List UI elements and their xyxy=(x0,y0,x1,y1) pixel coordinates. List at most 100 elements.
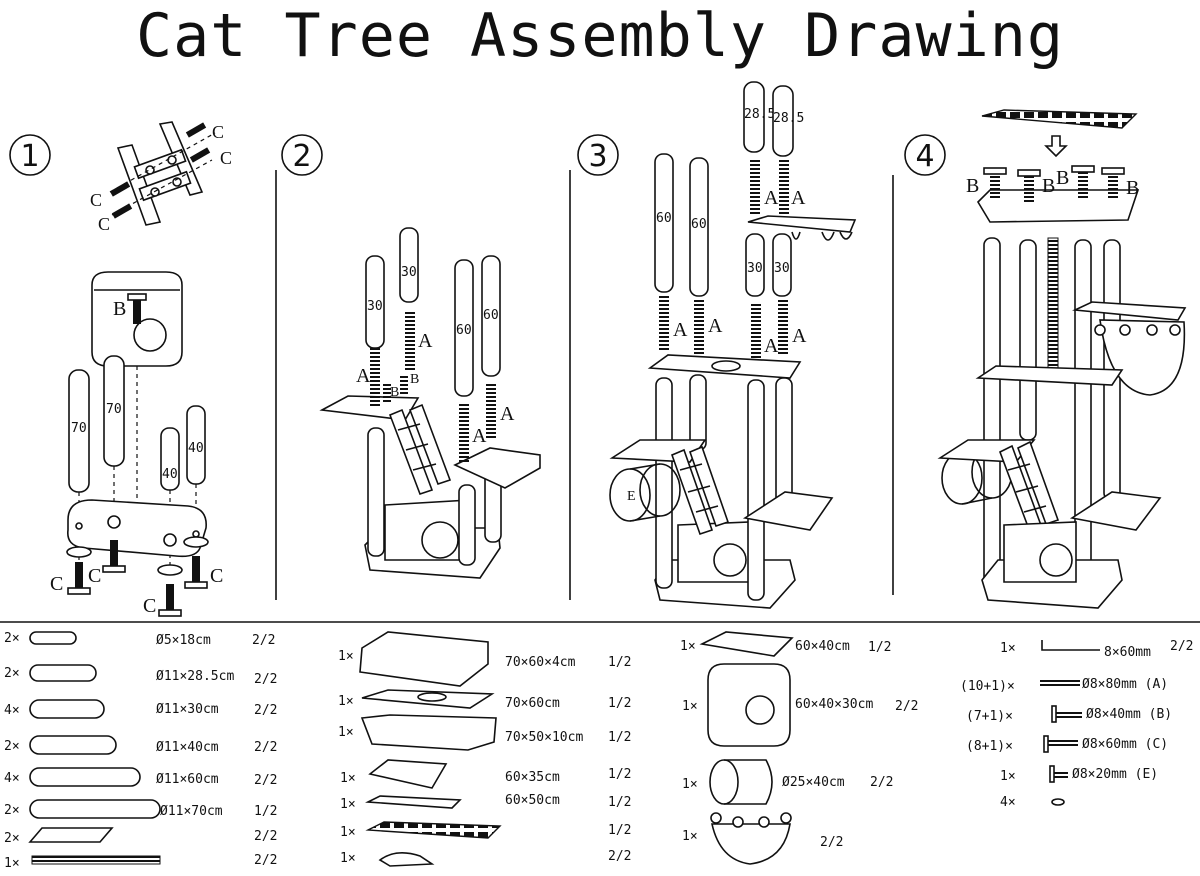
ladder-bracket-detail: C C C C xyxy=(90,121,232,234)
svg-text:1×: 1× xyxy=(682,777,698,792)
svg-text:A: A xyxy=(418,330,433,352)
svg-text:60: 60 xyxy=(656,211,672,226)
svg-text:1/2: 1/2 xyxy=(254,804,277,819)
svg-text:B: B xyxy=(113,298,126,320)
step-3-marker: 3 xyxy=(577,134,619,176)
svg-text:60×35cm: 60×35cm xyxy=(505,770,560,785)
svg-text:C: C xyxy=(143,595,156,617)
svg-text:30: 30 xyxy=(401,265,417,280)
step-1-drawing: C C C C B 70 70 40 40 xyxy=(50,121,232,617)
svg-text:28.5: 28.5 xyxy=(744,107,775,122)
svg-text:60: 60 xyxy=(483,308,499,323)
svg-text:Ø25×40cm: Ø25×40cm xyxy=(782,775,845,790)
svg-text:2×: 2× xyxy=(4,666,20,681)
svg-text:2/2: 2/2 xyxy=(254,740,277,755)
step-2-drawing: 30 30 60 60 A A A A B B xyxy=(319,227,541,579)
svg-text:1×: 1× xyxy=(338,694,354,709)
svg-text:2/2: 2/2 xyxy=(820,835,843,850)
svg-text:2/2: 2/2 xyxy=(252,633,275,648)
svg-text:B: B xyxy=(1126,177,1139,199)
parts-col1-images xyxy=(28,631,161,865)
svg-text:Ø8×20mm (E): Ø8×20mm (E) xyxy=(1072,767,1158,782)
step-1-marker: 1 xyxy=(9,134,51,176)
svg-text:Ø11×40cm: Ø11×40cm xyxy=(156,740,219,755)
parts-col3-images xyxy=(699,631,794,865)
svg-text:2/2: 2/2 xyxy=(1170,639,1193,654)
svg-text:Ø8×40mm (B): Ø8×40mm (B) xyxy=(1086,707,1172,722)
svg-text:2/2: 2/2 xyxy=(254,672,277,687)
svg-text:1/2: 1/2 xyxy=(608,823,631,838)
svg-text:A: A xyxy=(708,315,723,337)
svg-text:A: A xyxy=(764,335,779,357)
svg-text:C: C xyxy=(210,565,223,587)
parts-list: 2× Ø5×18cm 2/2 2× Ø11×28.5cm 2/2 4× Ø11×… xyxy=(4,631,1193,871)
svg-text:3: 3 xyxy=(588,139,607,174)
svg-text:60: 60 xyxy=(691,217,707,232)
svg-text:(7+1)×: (7+1)× xyxy=(966,709,1013,724)
svg-text:4×: 4× xyxy=(4,703,20,718)
svg-text:1/2: 1/2 xyxy=(608,795,631,810)
svg-text:1×: 1× xyxy=(338,725,354,740)
svg-text:1/2: 1/2 xyxy=(868,640,891,655)
svg-text:2/2: 2/2 xyxy=(254,853,277,868)
svg-text:C: C xyxy=(212,122,224,142)
svg-text:2/2: 2/2 xyxy=(254,829,277,844)
svg-text:8×60mm: 8×60mm xyxy=(1104,645,1151,660)
svg-text:28.5: 28.5 xyxy=(773,111,804,126)
svg-text:60: 60 xyxy=(456,323,472,338)
svg-text:1×: 1× xyxy=(682,699,698,714)
svg-text:1×: 1× xyxy=(682,829,698,844)
svg-text:B: B xyxy=(390,385,399,400)
svg-text:B: B xyxy=(966,175,979,197)
svg-text:30: 30 xyxy=(774,261,790,276)
svg-text:2×: 2× xyxy=(4,803,20,818)
svg-text:1/2: 1/2 xyxy=(608,730,631,745)
svg-text:Ø8×80mm (A): Ø8×80mm (A) xyxy=(1082,677,1168,692)
svg-text:2/2: 2/2 xyxy=(254,703,277,718)
svg-text:2×: 2× xyxy=(4,831,20,846)
svg-text:(8+1)×: (8+1)× xyxy=(966,739,1013,754)
parts-col1-text: 2× Ø5×18cm 2/2 2× Ø11×28.5cm 2/2 4× Ø11×… xyxy=(4,631,277,871)
svg-text:1×: 1× xyxy=(340,797,356,812)
svg-text:1: 1 xyxy=(20,139,39,174)
parts-col2-text: 1× 70×60×4cm 1/2 1× 70×60cm 1/2 1× 70×50… xyxy=(338,649,631,866)
parts-col4-text: 1× 8×60mm 2/2 (10+1)× Ø8×80mm (A) (7+1)×… xyxy=(960,639,1193,810)
svg-text:B: B xyxy=(1042,175,1055,197)
svg-text:30: 30 xyxy=(367,299,383,314)
svg-text:2×: 2× xyxy=(4,739,20,754)
svg-text:70×60×4cm: 70×60×4cm xyxy=(505,655,576,670)
svg-text:1×: 1× xyxy=(338,649,354,664)
svg-text:A: A xyxy=(792,325,807,347)
svg-text:1×: 1× xyxy=(340,825,356,840)
svg-text:70×50×10cm: 70×50×10cm xyxy=(505,730,583,745)
svg-text:40: 40 xyxy=(162,467,178,482)
svg-text:2×: 2× xyxy=(4,631,20,646)
svg-text:1×: 1× xyxy=(680,639,696,654)
svg-text:1×: 1× xyxy=(340,851,356,866)
svg-text:A: A xyxy=(356,365,371,387)
page-title: Cat Tree Assembly Drawing xyxy=(135,1,1065,71)
svg-text:C: C xyxy=(88,565,101,587)
svg-text:2/2: 2/2 xyxy=(254,773,277,788)
step-dividers xyxy=(0,170,1200,623)
svg-text:2: 2 xyxy=(292,139,311,174)
svg-text:C: C xyxy=(220,148,232,168)
svg-text:40: 40 xyxy=(188,441,204,456)
svg-text:70: 70 xyxy=(71,421,87,436)
svg-text:B: B xyxy=(410,372,419,387)
svg-text:A: A xyxy=(764,187,779,209)
svg-text:C: C xyxy=(50,573,63,595)
parts-col4-images xyxy=(1040,640,1100,806)
svg-text:A: A xyxy=(472,425,487,447)
step-2-marker: 2 xyxy=(281,134,323,176)
svg-text:C: C xyxy=(98,214,110,234)
svg-text:A: A xyxy=(791,187,806,209)
svg-text:1×: 1× xyxy=(4,856,20,871)
svg-text:A: A xyxy=(500,403,515,425)
svg-text:(10+1)×: (10+1)× xyxy=(960,679,1015,694)
svg-text:E: E xyxy=(627,489,636,504)
parts-col3-text: 1× 60×40cm 1/2 1× 60×40×30cm 2/2 1× Ø25×… xyxy=(680,639,918,850)
step-4-marker: 4 xyxy=(904,134,946,176)
step-4-drawing: B B B B xyxy=(937,109,1187,609)
